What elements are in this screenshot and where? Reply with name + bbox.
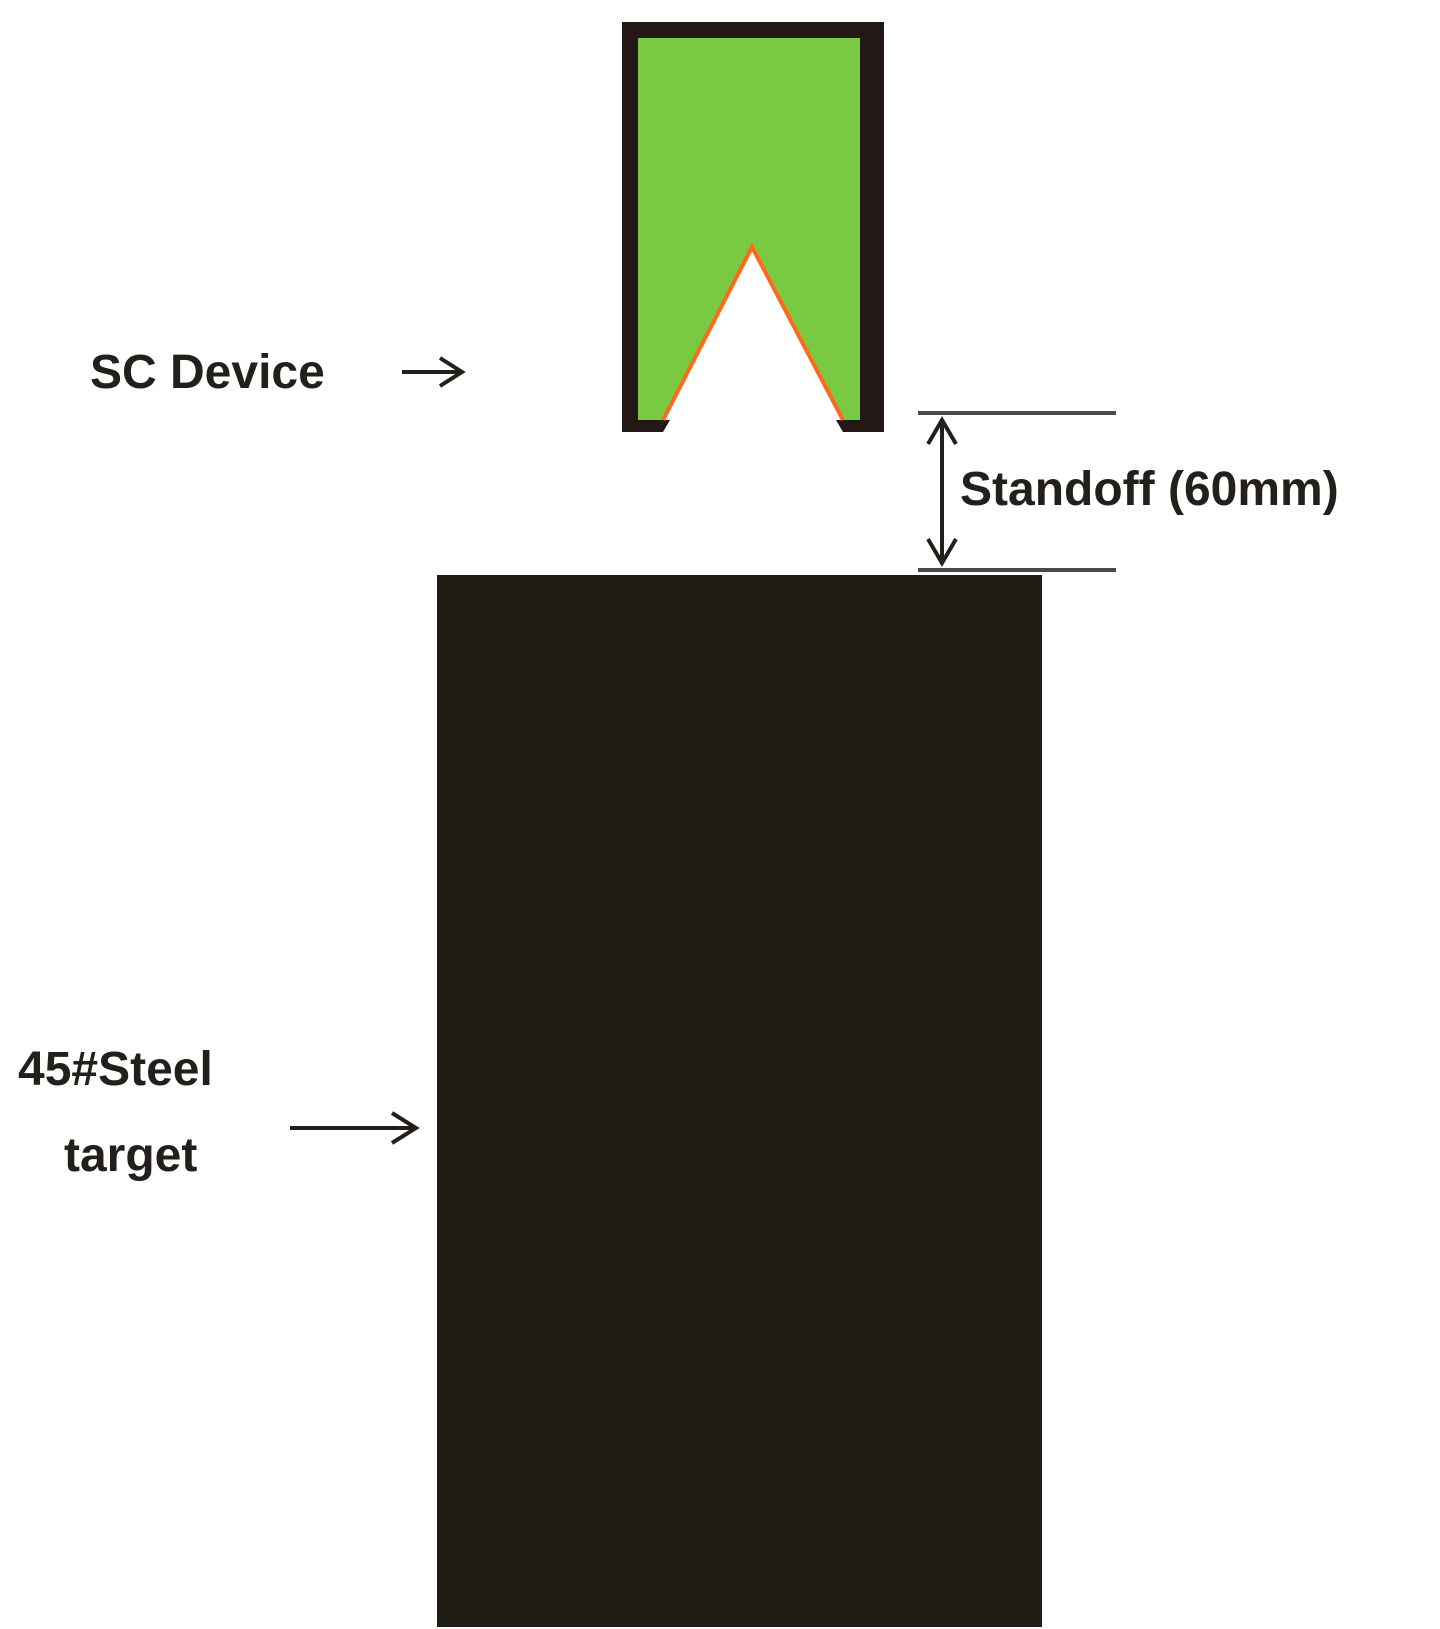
device-label: SC Device xyxy=(90,346,325,399)
standoff-dimension xyxy=(918,411,1116,572)
sc-device xyxy=(622,22,884,432)
device-explosive-fill xyxy=(638,38,860,420)
device-conical-liner xyxy=(661,242,845,421)
standoff-label: Standoff (60mm) xyxy=(960,463,1339,516)
target-label-line1: 45#Steel xyxy=(18,1043,213,1096)
standoff-arrowhead-top xyxy=(926,416,958,446)
device-pointer-arrow xyxy=(402,356,466,388)
target-label-line2: target xyxy=(64,1129,197,1182)
standoff-arrowhead-bottom xyxy=(926,537,958,567)
steel-target-block xyxy=(437,575,1042,1627)
target-pointer-arrow xyxy=(290,1111,420,1145)
